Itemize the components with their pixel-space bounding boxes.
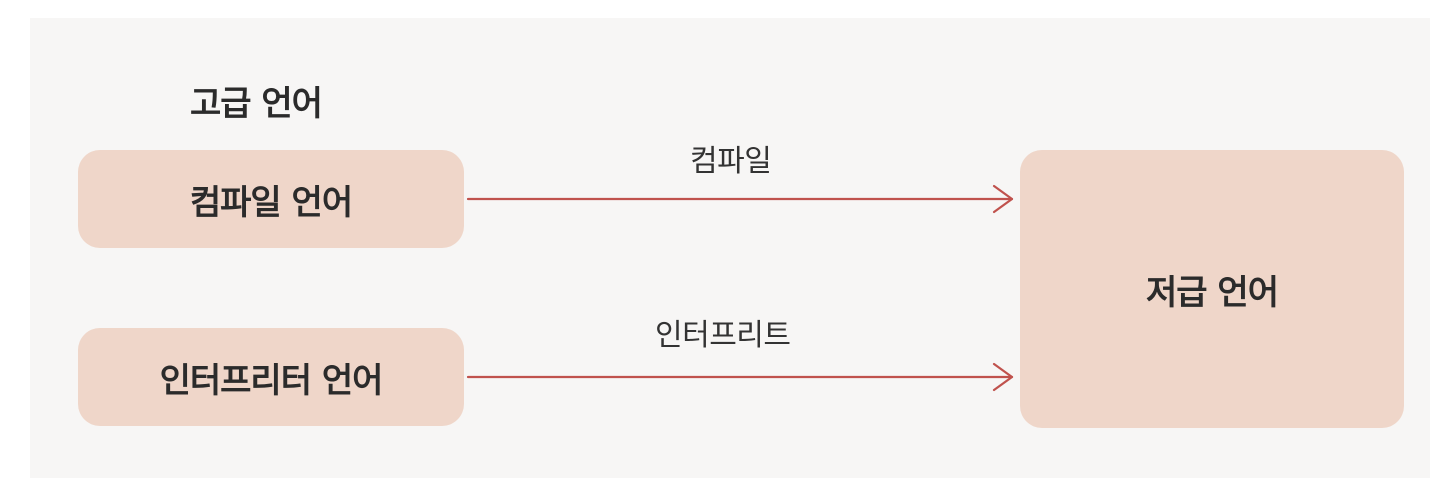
compile-edge-label: 컴파일: [690, 144, 772, 179]
low-level-language-label: 저급 언어: [1146, 272, 1279, 313]
compiled-language-label: 컴파일 언어: [189, 182, 353, 223]
interpreted-language-label: 인터프리터 언어: [159, 360, 384, 401]
interpret-arrow: [466, 362, 1014, 392]
interpret-edge-label: 인터프리트: [655, 318, 791, 353]
compile-arrow: [466, 184, 1014, 214]
interpret-arrow-head: [992, 362, 1014, 392]
interpreted-language-box: 인터프리터 언어: [78, 328, 464, 426]
low-level-language-box: 저급 언어: [1020, 150, 1404, 428]
high-level-language-title: 고급 언어: [190, 84, 323, 124]
compiled-language-box: 컴파일 언어: [78, 150, 464, 248]
compile-arrow-head: [992, 184, 1014, 214]
